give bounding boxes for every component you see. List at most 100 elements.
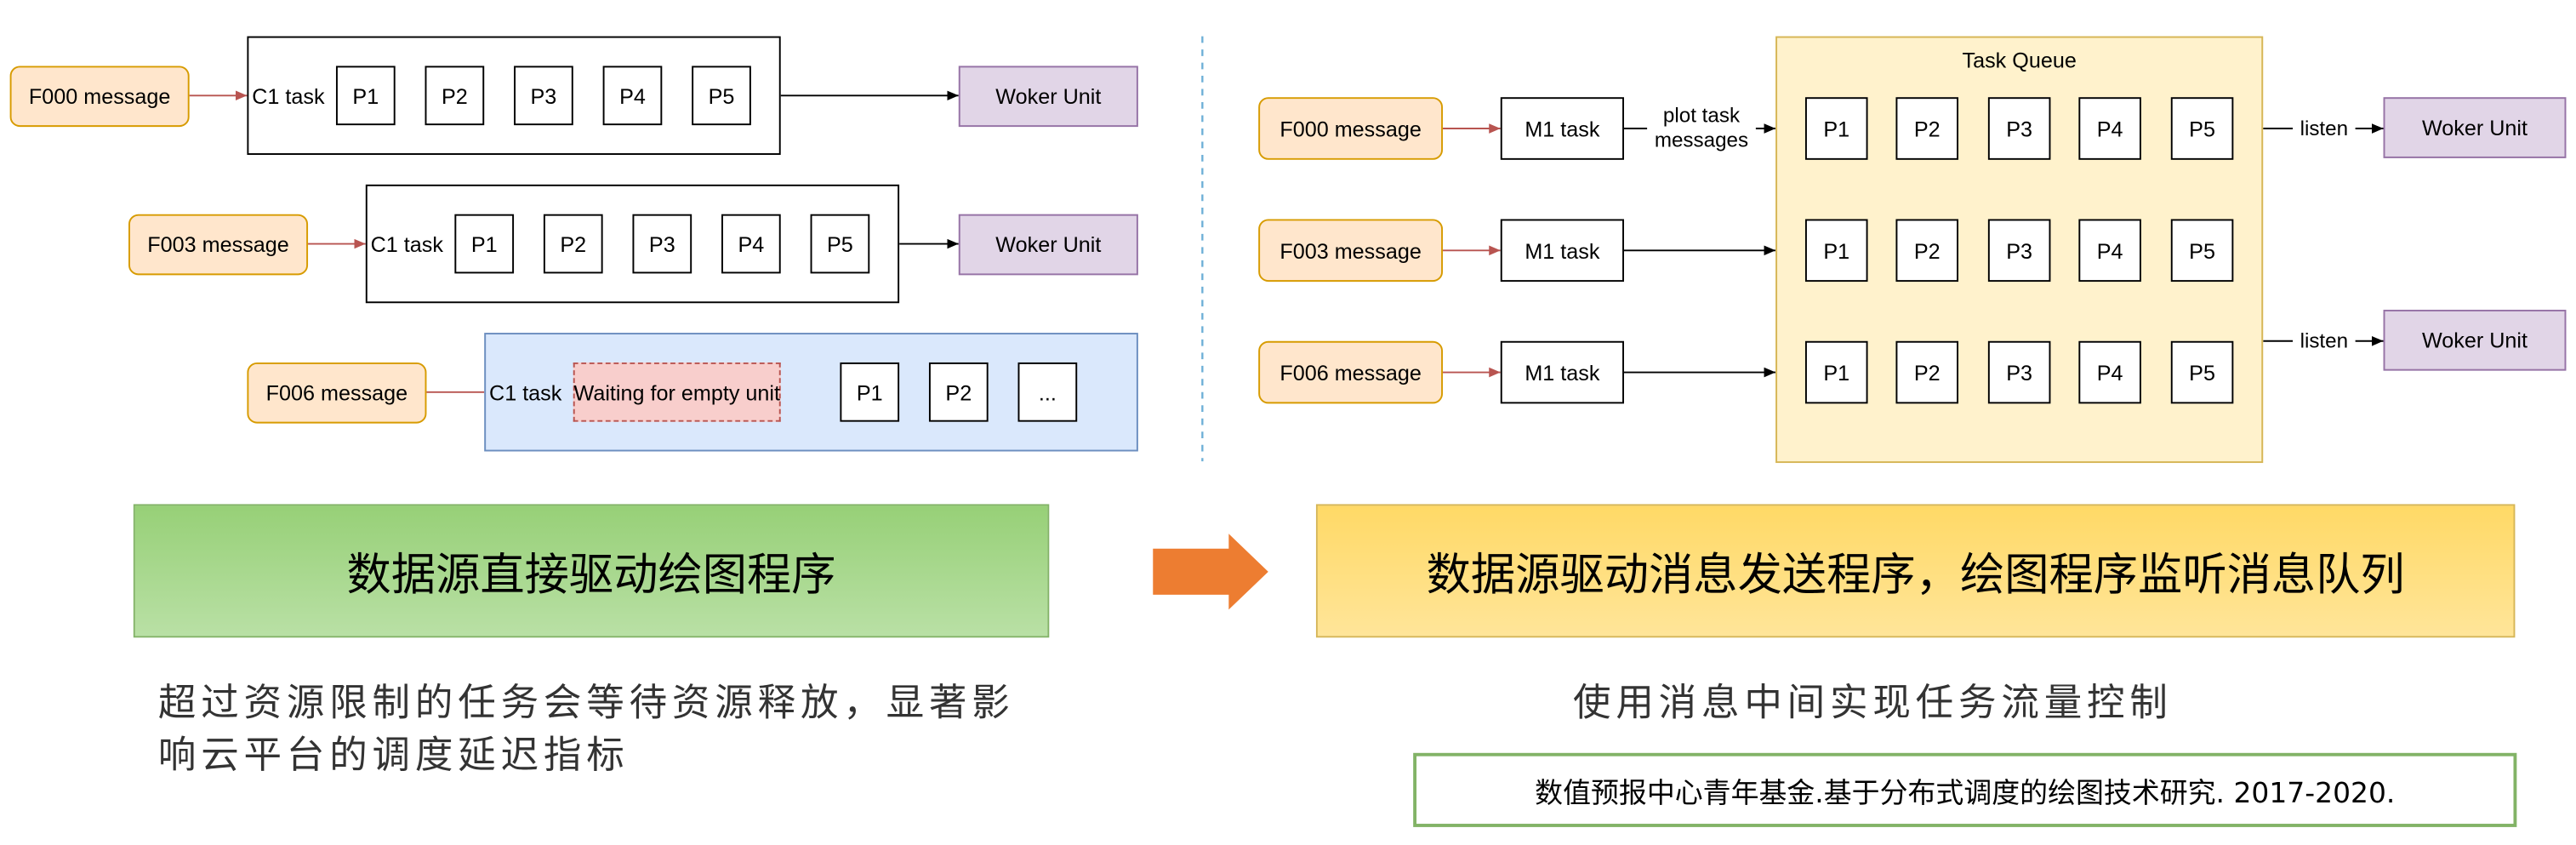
step-label: P2 — [945, 380, 972, 405]
worker-unit-node: Woker Unit — [958, 214, 1138, 276]
queue-step-node: P4 — [2078, 340, 2141, 404]
step-label: P1 — [1823, 360, 1850, 385]
step-node: P3 — [632, 214, 692, 274]
step-label: P1 — [1823, 116, 1850, 141]
step-label: P4 — [619, 83, 646, 108]
m1-task-node: M1 task — [1500, 340, 1624, 404]
left-banner-text: 数据源直接驱动绘图程序 — [346, 550, 836, 602]
citation-box: 数值预报中心青年基金.基于分布式调度的绘图技术研究. 2017-2020. — [1413, 752, 2517, 827]
worker-label: Woker Unit — [2421, 115, 2528, 140]
task-label: C1 task — [252, 83, 325, 108]
message-node: F003 message — [1258, 219, 1444, 283]
step-label: P5 — [708, 83, 735, 108]
m1-task-node: M1 task — [1500, 219, 1624, 283]
queue-step-node: P5 — [2170, 219, 2234, 283]
queue-step-node: P4 — [2078, 219, 2141, 283]
listen-text: listen — [2300, 117, 2349, 140]
right-banner-text: 数据源驱动消息发送程序，绘图程序监听消息队列 — [1426, 550, 2405, 602]
queue-step-node: P2 — [1895, 97, 1959, 160]
step-label: P1 — [352, 83, 379, 108]
step-label: P5 — [2189, 237, 2215, 263]
queue-step-node: P5 — [2170, 340, 2234, 404]
right-caption-text: 使用消息中间实现任务流量控制 — [1572, 682, 2173, 725]
queue-step-node: P4 — [2078, 97, 2141, 160]
citation-text: 数值预报中心青年基金.基于分布式调度的绘图技术研究. 2017-2020. — [1535, 777, 2396, 811]
step-node: P2 — [425, 66, 485, 126]
message-node: F000 message — [1258, 97, 1444, 160]
step-node: P1 — [454, 214, 515, 274]
left-caption: 超过资源限制的任务会等待资源释放，显著影 响云平台的调度延迟指标 — [158, 677, 1080, 783]
task-label: C1 task — [489, 380, 562, 405]
message-label: F006 message — [265, 380, 408, 406]
message-label: F003 message — [1279, 237, 1422, 263]
right-banner: 数据源驱动消息发送程序，绘图程序监听消息队列 — [1315, 504, 2516, 638]
task-label: M1 task — [1525, 360, 1600, 385]
step-label: P2 — [441, 83, 468, 108]
step-label: P3 — [2006, 116, 2033, 141]
step-label: P2 — [560, 231, 587, 257]
step-label: P1 — [1823, 237, 1850, 263]
left-banner: 数据源直接驱动绘图程序 — [133, 504, 1050, 638]
listen-label: listen — [2293, 328, 2356, 355]
message-node: F006 message — [247, 362, 427, 424]
right-caption: 使用消息中间实现任务流量控制 — [1573, 677, 2265, 730]
step-label: P3 — [2006, 237, 2033, 263]
step-label: P1 — [856, 380, 883, 405]
step-node: P2 — [928, 362, 989, 422]
step-label: P3 — [2006, 360, 2033, 385]
queue-step-node: P2 — [1895, 219, 1959, 283]
message-node: F000 message — [9, 66, 190, 128]
listen-label: listen — [2293, 115, 2356, 142]
step-label: P2 — [1913, 237, 1941, 263]
waiting-label: Waiting for empty unit — [573, 380, 780, 405]
left-caption-line: 超过资源限制的任务会等待资源释放，显著影 — [157, 682, 1015, 725]
message-label: F003 message — [147, 231, 289, 258]
step-label: ... — [1038, 380, 1057, 405]
task-label: M1 task — [1525, 237, 1600, 263]
step-node: P5 — [692, 66, 751, 126]
step-node: P2 — [543, 214, 603, 274]
listen-text: listen — [2300, 329, 2349, 353]
queue-step-node: P2 — [1895, 340, 1959, 404]
queue-title: Task Queue — [1962, 48, 2077, 73]
step-node: P1 — [335, 66, 396, 126]
worker-unit-node: Woker Unit — [2383, 309, 2567, 371]
step-label: P4 — [738, 231, 765, 257]
transition-arrow — [1153, 534, 1268, 610]
task-label: M1 task — [1525, 116, 1600, 141]
step-label: P4 — [2096, 237, 2123, 263]
queue-step-node: P1 — [1804, 97, 1868, 160]
step-label: P4 — [2096, 116, 2123, 141]
queue-step-node: P1 — [1804, 340, 1868, 404]
step-label: P5 — [2189, 360, 2215, 385]
waiting-node: Waiting for empty unit — [573, 362, 781, 422]
step-label: P5 — [827, 231, 853, 257]
step-label: P3 — [530, 83, 557, 108]
step-label: P3 — [648, 231, 675, 257]
step-label: P4 — [2096, 360, 2123, 385]
step-node: P1 — [840, 362, 900, 422]
step-label: P5 — [2189, 116, 2215, 141]
task-label: C1 task — [370, 231, 443, 257]
worker-label: Woker Unit — [995, 83, 1102, 109]
worker-unit-node: Woker Unit — [958, 66, 1138, 128]
left-caption-line: 响云平台的调度延迟指标 — [157, 734, 630, 778]
queue-step-node: P1 — [1804, 219, 1868, 283]
plot-label-line: plot task — [1662, 103, 1741, 128]
step-label: P2 — [1913, 360, 1941, 385]
message-label: F000 message — [1279, 116, 1422, 141]
message-node: F006 message — [1258, 340, 1444, 404]
message-node: F003 message — [128, 214, 309, 276]
worker-unit-node: Woker Unit — [2383, 97, 2567, 158]
worker-label: Woker Unit — [995, 231, 1102, 258]
step-label: P2 — [1913, 116, 1941, 141]
step-node: P4 — [721, 214, 781, 274]
queue-step-node: P3 — [1987, 340, 2051, 404]
m1-task-node: M1 task — [1500, 97, 1624, 160]
queue-step-node: P5 — [2170, 97, 2234, 160]
queue-step-node: P3 — [1987, 219, 2051, 283]
step-node: P4 — [602, 66, 663, 126]
step-node: P3 — [514, 66, 573, 126]
plot-task-label: plot task messages — [1647, 102, 1756, 155]
message-label: F006 message — [1279, 360, 1422, 385]
